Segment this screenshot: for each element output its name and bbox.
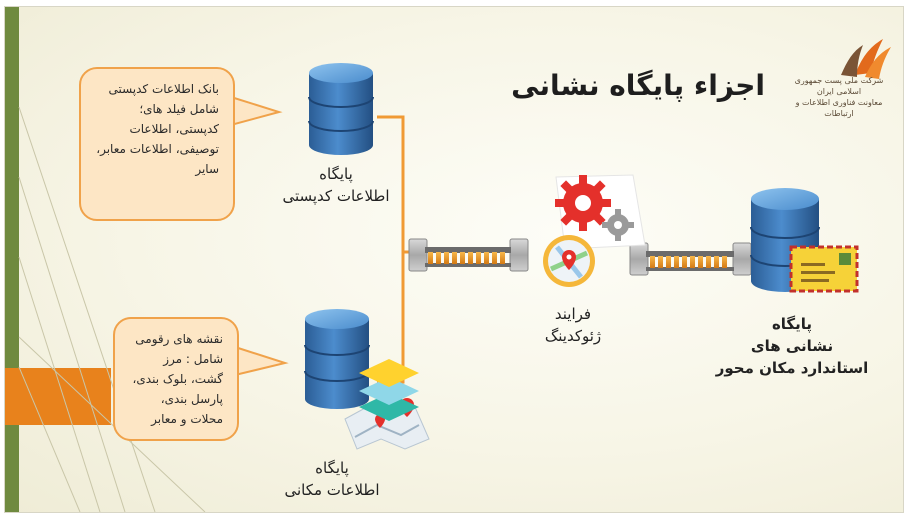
decorative-lines [18, 106, 206, 512]
postal-db-label-line1: پایگاه [319, 165, 353, 183]
postal-database-icon [308, 63, 374, 155]
coding-db-bubble: بانک اطلاعات کدپستی شامل فیلد های؛ کدپست… [79, 67, 235, 221]
logo-caption-line2: معاونت فناوری اطلاعات و ارتباطات [795, 98, 883, 118]
address-db-label-line2: نشانی های [750, 337, 834, 355]
geocoding-label-line2: ژئوکدینگ [544, 327, 602, 345]
orange-accent-tab [5, 368, 111, 425]
address-db-label: پایگاه نشانی های استاندارد مکان محور [707, 313, 877, 379]
logo-caption-line1: شرکت ملی پست جمهوری اسلامی ایران [794, 76, 884, 96]
conveyor-belt-icon-right [629, 242, 752, 276]
spatial-db-label: پایگاه اطلاعات مکانی [267, 457, 397, 501]
postal-envelope-icon [789, 245, 859, 293]
diagram-graphics [18, 39, 891, 512]
address-db-label-line3: استاندارد مکان محور [715, 359, 869, 377]
conveyor-belt-icon-left [408, 238, 529, 272]
spatial-db-bubble: نقشه های رقومی شامل : مرز گشت، بلوک بندی… [113, 317, 239, 441]
map-pin-icon [543, 235, 595, 287]
spatial-database-icon [304, 309, 370, 409]
spatial-db-label-line1: پایگاه [315, 459, 349, 477]
bubble-tail-spatial [234, 345, 289, 377]
slide-title: اجزاء پایگاه نشانی [511, 69, 765, 102]
stacked-layers-icon [359, 359, 419, 421]
geocoding-label-line1: فرایند [554, 305, 592, 323]
postal-db-label-line2: اطلاعات کدپستی [282, 187, 390, 205]
address-db-label-line1: پایگاه [771, 315, 813, 333]
logo-icon [841, 39, 891, 79]
slide: اجزاء پایگاه نشانی شرکت ملی پست جمهوری ا… [4, 6, 904, 513]
spatial-db-label-line2: اطلاعات مکانی [284, 481, 380, 499]
postal-db-label: پایگاه اطلاعات کدپستی [261, 163, 411, 207]
geocoding-label: فرایند ژئوکدینگ [523, 303, 623, 347]
bubble-tail-coding [230, 95, 283, 127]
logo-caption: شرکت ملی پست جمهوری اسلامی ایران معاونت … [791, 75, 887, 119]
gears-icon [555, 174, 646, 250]
